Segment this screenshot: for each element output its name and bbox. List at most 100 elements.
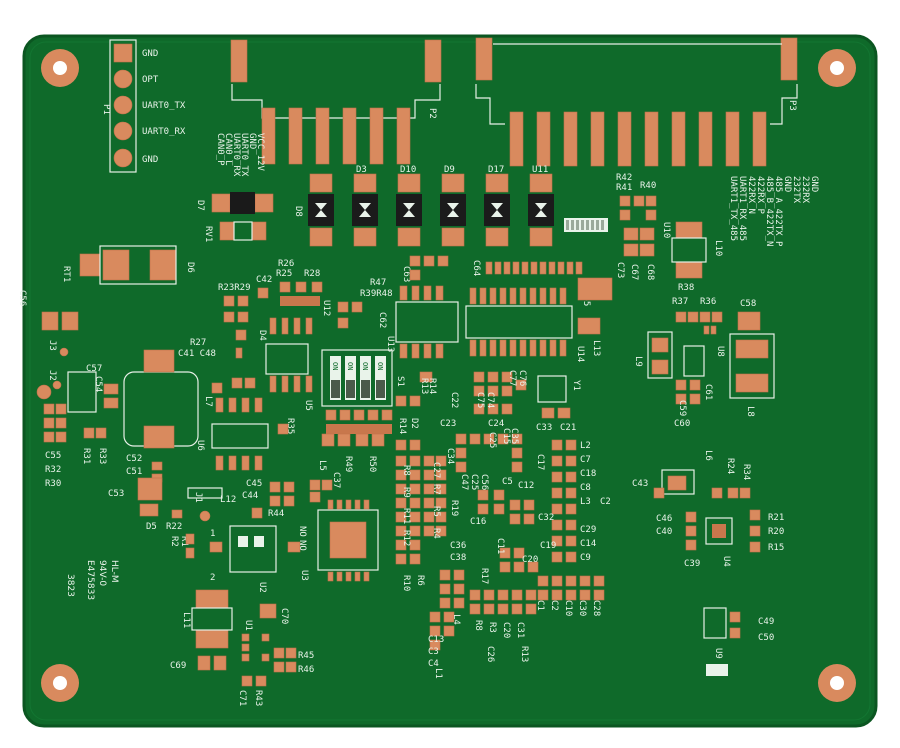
smd-pad xyxy=(551,535,563,547)
p3-pin-label: 485_A_422TX_P xyxy=(773,176,783,247)
p3-pad xyxy=(509,111,524,167)
ic-pin xyxy=(591,220,594,230)
smd-pad xyxy=(395,483,407,495)
smd-pad xyxy=(497,433,509,445)
p2-pin6: CAN0_P xyxy=(215,133,225,166)
svg-text:C4: C4 xyxy=(428,659,439,669)
u3-ic: U3 NO NO L5 C37 R49 R50 xyxy=(297,433,385,582)
p3-pin-label: 232TX xyxy=(791,176,801,204)
svg-text:C23: C23 xyxy=(440,419,456,429)
smd-pad xyxy=(513,561,525,573)
svg-text:C2: C2 xyxy=(549,600,559,611)
svg-text:C18: C18 xyxy=(580,469,596,479)
mounting-hole-br xyxy=(818,664,856,702)
smd-pad xyxy=(435,455,447,467)
ic-pin xyxy=(469,339,477,357)
p3-pin-label: 422RX_P xyxy=(755,176,765,215)
svg-text:C46: C46 xyxy=(656,514,672,524)
svg-text:U3: U3 xyxy=(299,570,309,581)
smd-pad xyxy=(593,575,605,587)
svg-text:C2: C2 xyxy=(600,497,611,507)
tvs-symbol xyxy=(315,203,327,217)
svg-text:C47: C47 xyxy=(459,474,469,490)
svg-text:C55: C55 xyxy=(45,451,61,461)
tvs-label: D9 xyxy=(444,165,455,175)
right-top-group: R42 R41 R40 U10 C73 C67 C68 L10 R38 R37 … xyxy=(564,173,761,331)
ic-pin xyxy=(519,339,527,357)
smd-pad xyxy=(395,525,407,537)
smd-pad xyxy=(551,589,563,601)
ic-pin xyxy=(559,287,567,305)
svg-text:C50: C50 xyxy=(758,633,774,643)
svg-text:R45: R45 xyxy=(298,651,314,661)
svg-text:L10: L10 xyxy=(713,240,723,256)
svg-text:C42: C42 xyxy=(256,275,272,285)
p2-pin1: VCC_12V xyxy=(255,133,265,172)
p2-pin5: CAN0_L xyxy=(223,133,233,166)
p2-ref: P2 xyxy=(427,108,437,119)
smd-pad xyxy=(525,589,537,601)
svg-text:D6: D6 xyxy=(185,262,195,273)
ic-pin xyxy=(519,287,527,305)
p3-pin-label: 485_B_422TX_N xyxy=(764,176,774,246)
svg-text:C68: C68 xyxy=(645,264,655,280)
svg-text:R37: R37 xyxy=(672,297,688,307)
smd-pad xyxy=(499,547,511,559)
ic-pin xyxy=(345,499,352,510)
svg-text:C20: C20 xyxy=(501,622,511,638)
svg-text:C74: C74 xyxy=(485,392,495,408)
smd-pad xyxy=(511,447,523,459)
svg-text:C29: C29 xyxy=(580,525,596,535)
smd-pad xyxy=(409,469,421,481)
svg-text:R44: R44 xyxy=(268,509,284,519)
smd-pad xyxy=(565,551,577,563)
smd-pad xyxy=(409,395,421,407)
smd-pad xyxy=(473,371,485,383)
ic-pin xyxy=(469,287,477,305)
svg-text:R5: R5 xyxy=(431,506,441,517)
svg-text:U8: U8 xyxy=(715,346,725,357)
svg-text:R13: R13 xyxy=(519,646,529,662)
p3-pin-label: 422RX_N xyxy=(746,176,756,214)
svg-text:C8: C8 xyxy=(580,483,591,493)
svg-text:Y1: Y1 xyxy=(571,380,581,391)
ic-pin xyxy=(509,287,517,305)
tvs-label: D17 xyxy=(488,165,504,175)
svg-text:L13: L13 xyxy=(591,340,601,356)
ic-pin xyxy=(363,571,370,582)
svg-text:L7: L7 xyxy=(203,396,213,407)
smd-pad xyxy=(395,455,407,467)
svg-text:C21: C21 xyxy=(560,423,576,433)
ic-pin xyxy=(479,339,487,357)
ic-pin xyxy=(489,339,497,357)
svg-text:C59: C59 xyxy=(677,400,687,416)
connector-p2: P2 VCC_12V GND UART0_TX UART0_RX CAN0_L … xyxy=(215,39,442,177)
svg-text:D4: D4 xyxy=(257,330,267,341)
smd-pad xyxy=(439,569,451,581)
p3-pin-label: UART1_TX_485 xyxy=(728,176,738,241)
svg-text:L2: L2 xyxy=(580,441,591,451)
tvs-pad-bottom xyxy=(529,227,553,247)
smd-pad xyxy=(523,513,535,525)
smd-pad xyxy=(395,553,407,565)
inductor-l7: L7 xyxy=(123,349,213,449)
tvs-pad-top xyxy=(397,173,421,193)
smd-pad xyxy=(497,589,509,601)
svg-text:C16: C16 xyxy=(470,517,486,527)
dip-on-label: ON xyxy=(376,362,384,370)
svg-text:R14: R14 xyxy=(397,418,407,434)
mounting-hole-tr xyxy=(818,49,856,87)
svg-text:R12: R12 xyxy=(401,530,411,546)
manufacturer-marking: HL-M 94V-0 E475833 3823 xyxy=(65,560,119,600)
tvs-label: U11 xyxy=(532,165,548,175)
p3-pin-label: UART1_RX_485 xyxy=(737,176,747,241)
tvs-label: D3 xyxy=(356,165,367,175)
tvs-label: D10 xyxy=(400,165,416,175)
p3-pad xyxy=(752,111,767,167)
bottom-left-caps: C52 C51 C53 D5 R22 R2 R1 J1 xyxy=(108,454,223,559)
svg-text:R8: R8 xyxy=(473,620,483,631)
svg-text:C33: C33 xyxy=(536,423,552,433)
smd-pad xyxy=(439,583,451,595)
